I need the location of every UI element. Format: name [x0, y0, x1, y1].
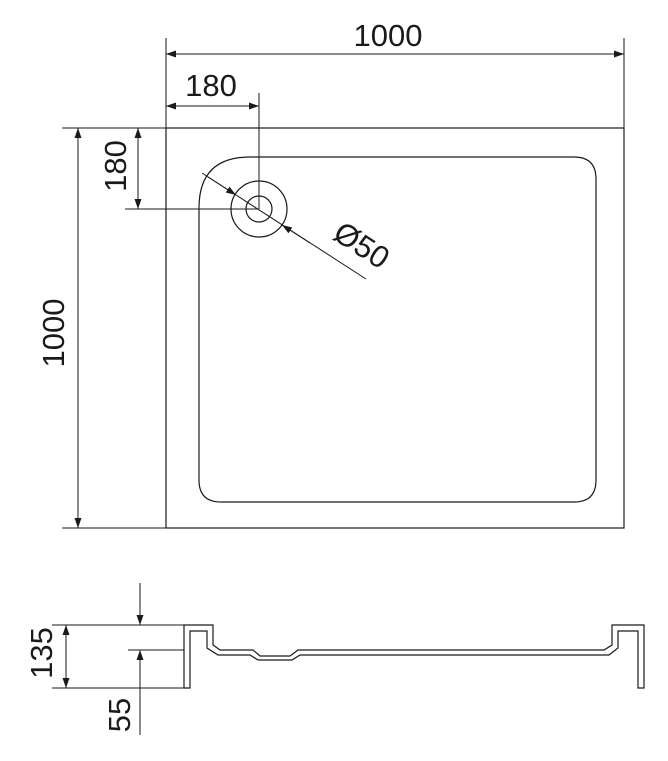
tray-outline [165, 127, 625, 529]
drain-y-offset-label: 180 [98, 140, 133, 192]
total-height-label: 135 [24, 627, 59, 679]
drain-diameter-label: Ø50 [328, 215, 396, 276]
drain-x-offset-label: 180 [185, 68, 237, 103]
height-dimension-label: 1000 [36, 299, 71, 368]
drain-diameter-arrow-lower [281, 224, 311, 244]
plan-view: 1000 180 1000 180 Ø50 [36, 18, 625, 529]
tray-basin-outline [198, 156, 597, 503]
base-height-label: 55 [102, 698, 137, 732]
width-dimension-label: 1000 [354, 18, 423, 53]
tray-section-profile [183, 624, 645, 689]
section-view: 135 55 [24, 583, 645, 735]
drain-diameter-arrow-upper [207, 176, 237, 196]
